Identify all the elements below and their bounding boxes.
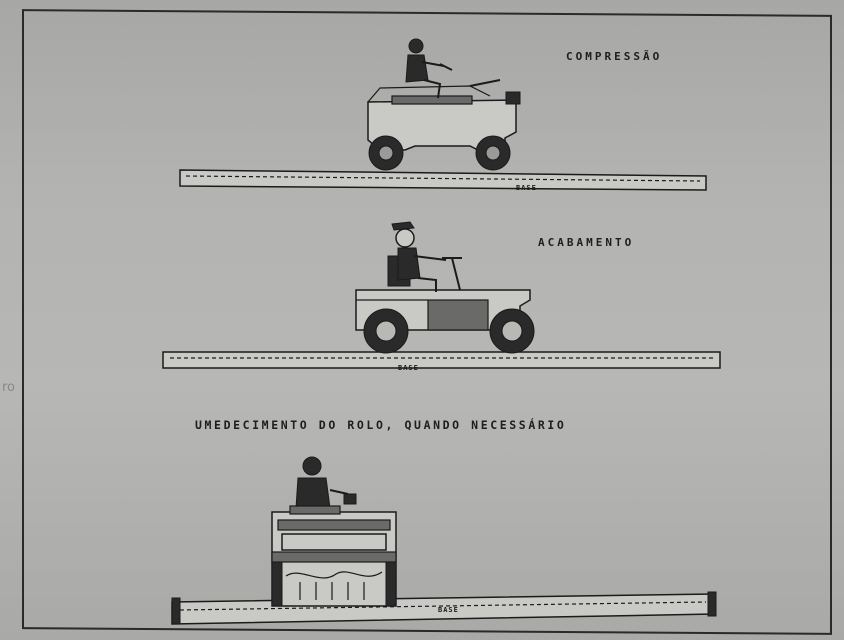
compression-scene: BASE bbox=[179, 38, 707, 192]
operator-3 bbox=[289, 456, 357, 515]
finishing-scene: BASE bbox=[162, 221, 721, 372]
page-edge-text: ro bbox=[2, 380, 16, 395]
base-slab-3: BASE bbox=[171, 591, 717, 625]
base-label-1: BASE bbox=[516, 184, 537, 192]
wetting-label: UMEDECIMENTO DO ROLO, QUANDO NECESSÁRIO bbox=[195, 418, 567, 432]
operator-1 bbox=[405, 38, 453, 99]
pneumatic-roller bbox=[367, 38, 521, 171]
wetting-scene: BASE bbox=[171, 456, 717, 625]
finishing-label: ACABAMENTO bbox=[538, 236, 635, 249]
tandem-roller bbox=[355, 221, 535, 354]
base-slab-2: BASE bbox=[162, 351, 721, 372]
base-label-3: BASE bbox=[438, 606, 459, 614]
operator-2 bbox=[391, 221, 447, 292]
compression-label: COMPRESSÃO bbox=[566, 50, 663, 63]
base-label-2: BASE bbox=[398, 364, 419, 372]
base-slab-1: BASE bbox=[179, 169, 707, 192]
roller-front-view bbox=[271, 456, 397, 607]
